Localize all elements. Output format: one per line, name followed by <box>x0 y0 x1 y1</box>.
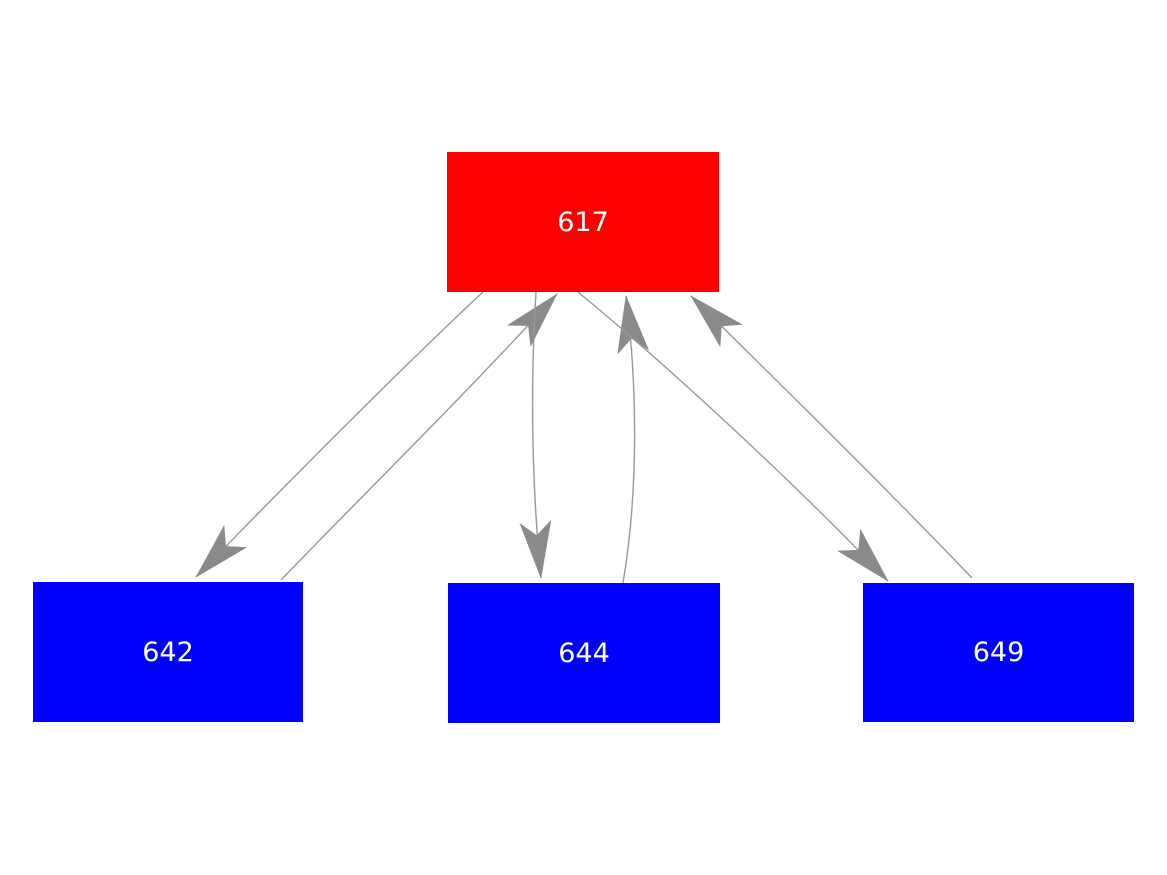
edge-649-to-617 <box>690 295 973 579</box>
node-label: 644 <box>558 637 610 669</box>
edge-617-to-642 <box>195 291 484 578</box>
edge-617-to-644 <box>519 291 552 579</box>
edge-group <box>195 291 973 584</box>
node-label: 617 <box>557 206 609 238</box>
edge-644-to-617 <box>617 295 650 584</box>
graph-node-617[interactable]: 617 <box>447 152 719 292</box>
edge-642-to-617 <box>280 293 558 581</box>
graph-node-644[interactable]: 644 <box>448 583 720 723</box>
graph-node-642[interactable]: 642 <box>33 582 303 722</box>
node-label: 642 <box>142 636 194 668</box>
graph-node-649[interactable]: 649 <box>863 583 1134 722</box>
edge-617-to-649 <box>577 291 889 582</box>
node-label: 649 <box>972 637 1025 668</box>
